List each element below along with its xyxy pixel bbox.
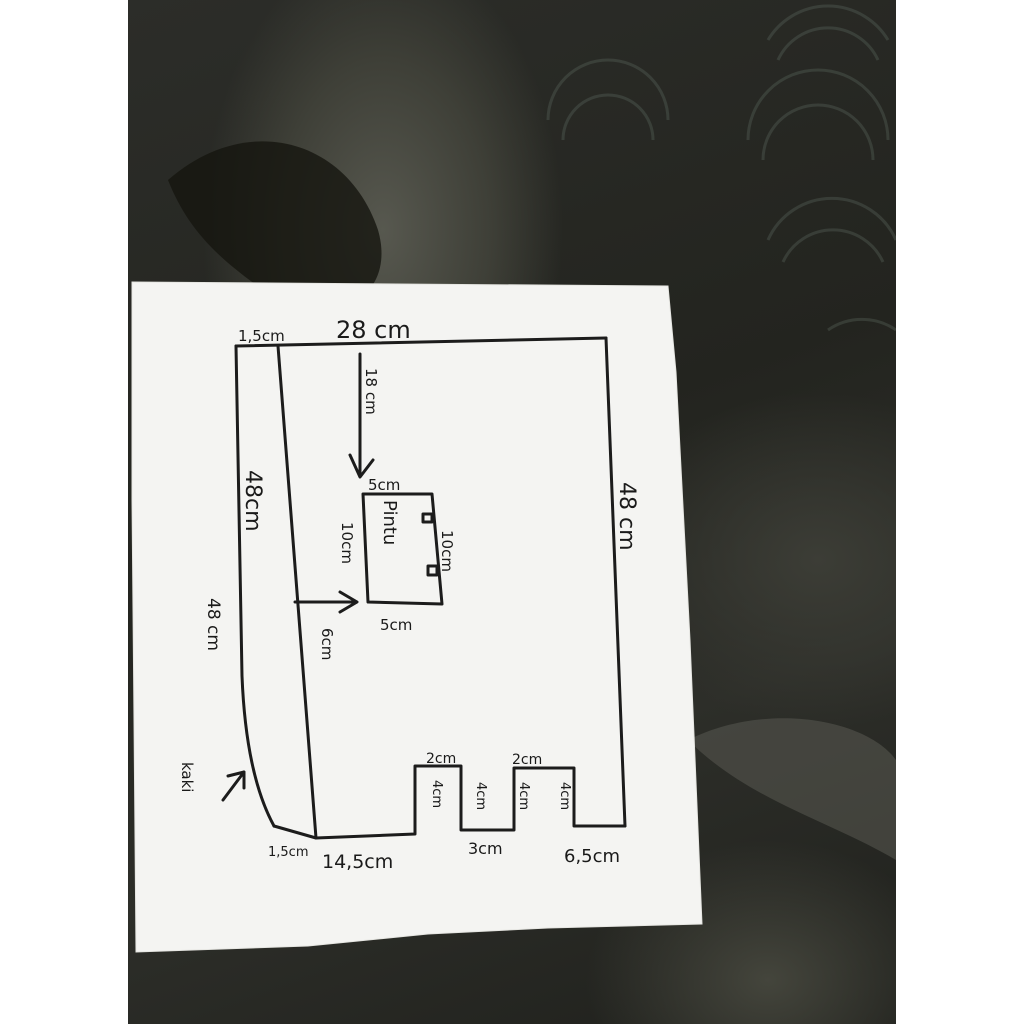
label-left-distance: 6cm — [318, 628, 336, 660]
label-notch-2-left-height: 4cm — [516, 782, 531, 810]
label-notch-1-width: 2cm — [426, 751, 456, 767]
label-top-left-thickness: 1,5cm — [238, 327, 285, 345]
paper-sketch: 1,5cm 28 cm 18 cm 48 cm 48cm 48 cm 5cm P… — [131, 281, 703, 953]
label-inner-height: 48cm — [240, 470, 265, 532]
arrow-left-distance — [293, 590, 359, 614]
photo-background: 1,5cm 28 cm 18 cm 48 cm 48cm 48 cm 5cm P… — [128, 0, 896, 1024]
outline-top-edge — [234, 336, 608, 348]
label-right-height: 48 cm — [614, 482, 639, 551]
label-top-width: 28 cm — [336, 316, 411, 344]
label-door-bottom-width: 5cm — [380, 616, 412, 634]
outline-right-edge — [604, 336, 627, 828]
label-bottom-seg-1: 14,5cm — [322, 851, 393, 873]
label-notch-1-left-height: 4cm — [429, 780, 444, 808]
label-door: Pintu — [379, 500, 400, 545]
label-door-right-height: 10cm — [438, 530, 456, 572]
fabric-pattern — [168, 4, 896, 860]
label-door-top-width: 5cm — [368, 476, 400, 494]
label-bottom-seg-3: 6,5cm — [564, 846, 620, 867]
door-hinge-top — [421, 512, 434, 524]
label-notch-2-right-height: 4cm — [557, 782, 572, 810]
label-top-distance: 18 cm — [362, 368, 380, 415]
label-door-left-height: 10cm — [338, 522, 356, 564]
label-foot: kaki — [178, 762, 196, 792]
label-bottom-left-thickness: 1,5cm — [268, 845, 309, 860]
arrow-top-distance — [348, 352, 375, 479]
outline-bottom-left — [272, 824, 318, 840]
door-hinge-bottom — [426, 564, 439, 577]
outline-left-outer-edge — [234, 344, 276, 828]
paper-sheet — [131, 281, 703, 953]
outline-bottom-notched — [314, 764, 627, 840]
label-bottom-seg-2: 3cm — [468, 839, 503, 858]
outline-left-inner-edge — [276, 344, 318, 840]
label-notch-2-width: 2cm — [512, 752, 542, 768]
arrow-foot — [221, 770, 246, 802]
label-outer-left-height: 48 cm — [203, 598, 223, 651]
label-notch-1-right-height: 4cm — [473, 782, 488, 810]
door-rectangle — [361, 492, 444, 606]
